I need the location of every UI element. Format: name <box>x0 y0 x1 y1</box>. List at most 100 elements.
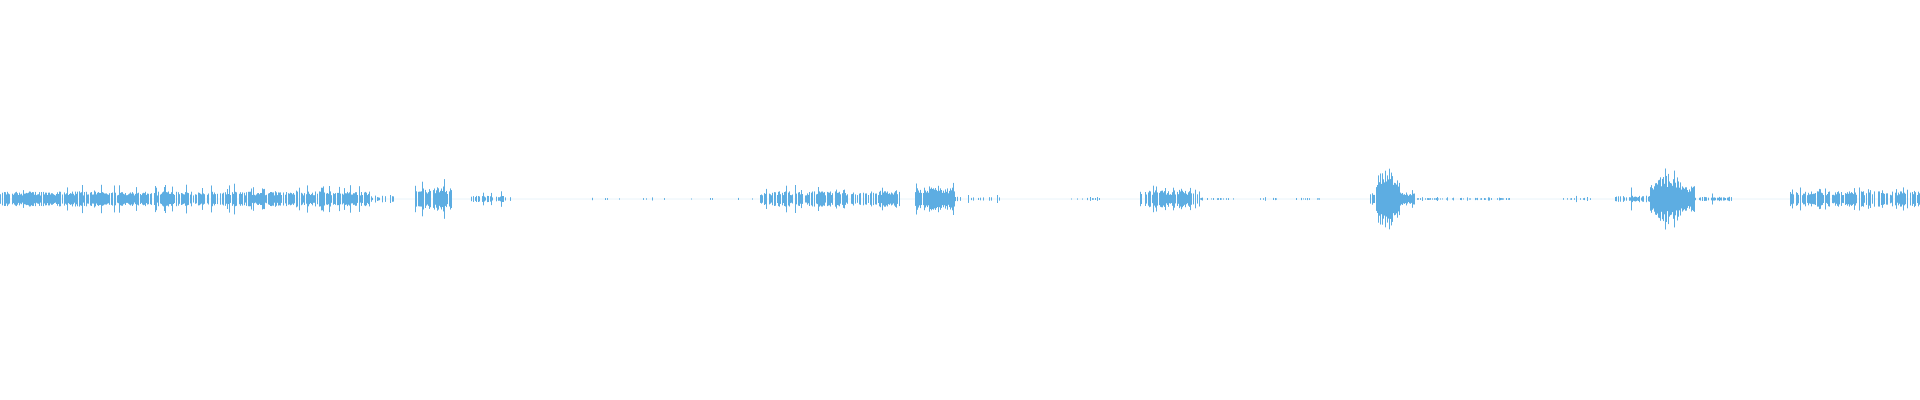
waveform-sample <box>297 191 298 207</box>
waveform-sample <box>91 192 92 206</box>
waveform-sample <box>54 194 55 203</box>
waveform-sample <box>69 194 70 205</box>
waveform-sample <box>605 198 606 200</box>
waveform-sample <box>136 187 137 211</box>
waveform-sample <box>498 197 499 201</box>
waveform-sample <box>266 194 267 204</box>
waveform-sample <box>1497 198 1498 200</box>
waveform-sample <box>1484 198 1485 200</box>
waveform-sample <box>897 194 898 204</box>
waveform-sample <box>13 194 14 204</box>
waveform-sample <box>501 191 502 207</box>
waveform-sample <box>423 188 424 210</box>
waveform-sample <box>796 193 797 205</box>
waveform-sample <box>339 186 340 212</box>
waveform-sample <box>1834 195 1835 203</box>
waveform-sample <box>811 192 812 206</box>
waveform-sample <box>786 185 787 213</box>
waveform-sample <box>103 192 104 206</box>
waveform-sample <box>301 192 302 206</box>
waveform-sample <box>1819 188 1820 210</box>
waveform-sample <box>1918 191 1919 207</box>
waveform-sample <box>83 195 84 203</box>
waveform-sample <box>292 194 293 204</box>
waveform-sample <box>487 195 488 203</box>
waveform-sample <box>938 185 939 213</box>
waveform-sample <box>1796 192 1797 206</box>
waveform-sample <box>446 190 447 208</box>
waveform-sample <box>476 195 477 202</box>
waveform-sample <box>333 193 334 205</box>
waveform-sample <box>131 193 132 205</box>
waveform-sample <box>852 193 853 205</box>
waveform-sample <box>1442 198 1443 200</box>
waveform-sample <box>1654 186 1655 212</box>
waveform-sample <box>33 192 34 206</box>
waveform-sample <box>1723 197 1724 201</box>
waveform-sample <box>1161 190 1162 208</box>
waveform-sample <box>313 195 314 203</box>
waveform-sample <box>1430 198 1431 200</box>
waveform-sample <box>350 185 351 213</box>
waveform-sample <box>6 194 7 204</box>
waveform-sample <box>973 197 974 201</box>
waveform-sample <box>436 190 437 208</box>
waveform-sample <box>208 193 209 205</box>
waveform-sample <box>1904 192 1905 206</box>
waveform-sample <box>1884 193 1885 205</box>
waveform-sample <box>1318 198 1319 200</box>
waveform-sample <box>1655 183 1656 215</box>
waveform-sample <box>1618 196 1619 202</box>
waveform-sample <box>416 191 417 207</box>
waveform-sample <box>1220 198 1221 200</box>
waveform-sample <box>1395 183 1396 215</box>
waveform-sample <box>304 193 305 205</box>
waveform-sample <box>1693 186 1694 212</box>
waveform-sample <box>1160 191 1161 207</box>
waveform-sample <box>57 192 58 206</box>
waveform-sample <box>1817 191 1818 207</box>
waveform-sample <box>1447 197 1448 201</box>
waveform-sample <box>71 193 72 205</box>
waveform-sample <box>1374 194 1375 203</box>
waveform-sample <box>1463 198 1464 200</box>
waveform-sample <box>1635 196 1636 202</box>
waveform-sample <box>283 192 284 206</box>
waveform-sample <box>1189 191 1190 207</box>
waveform-sample <box>752 198 753 200</box>
waveform-sample <box>1847 192 1848 206</box>
waveform-sample <box>1811 191 1812 207</box>
waveform-sample <box>871 191 872 207</box>
waveform-sample <box>1377 185 1378 213</box>
waveform-sample <box>1461 197 1462 201</box>
waveform-sample <box>1387 175 1388 223</box>
waveform-sample <box>510 197 511 201</box>
waveform-sample <box>378 197 379 201</box>
waveform-sample <box>1731 197 1732 201</box>
waveform-sample <box>1159 192 1160 206</box>
waveform-sample <box>125 193 126 205</box>
waveform-sample <box>1446 198 1447 200</box>
waveform-sample <box>1087 197 1088 201</box>
waveform-sample <box>1153 185 1154 213</box>
waveform-sample <box>1642 196 1643 202</box>
waveform-sample <box>168 191 169 207</box>
waveform-sample <box>258 193 259 205</box>
waveform-sample <box>1213 198 1214 200</box>
waveform-sample <box>764 193 765 205</box>
waveform-sample <box>1384 182 1385 216</box>
waveform-sample <box>1381 183 1382 215</box>
waveform-sample <box>126 195 127 203</box>
waveform-sample <box>1405 195 1406 204</box>
waveform-sample <box>320 191 321 207</box>
waveform-sample <box>65 194 66 204</box>
waveform-sample <box>1838 191 1839 207</box>
waveform-sample <box>945 189 946 209</box>
waveform-sample <box>1691 186 1692 212</box>
waveform-sample <box>1874 191 1875 207</box>
waveform-sample <box>1866 193 1867 205</box>
waveform-sample <box>345 193 346 205</box>
waveform-sample <box>334 193 335 204</box>
